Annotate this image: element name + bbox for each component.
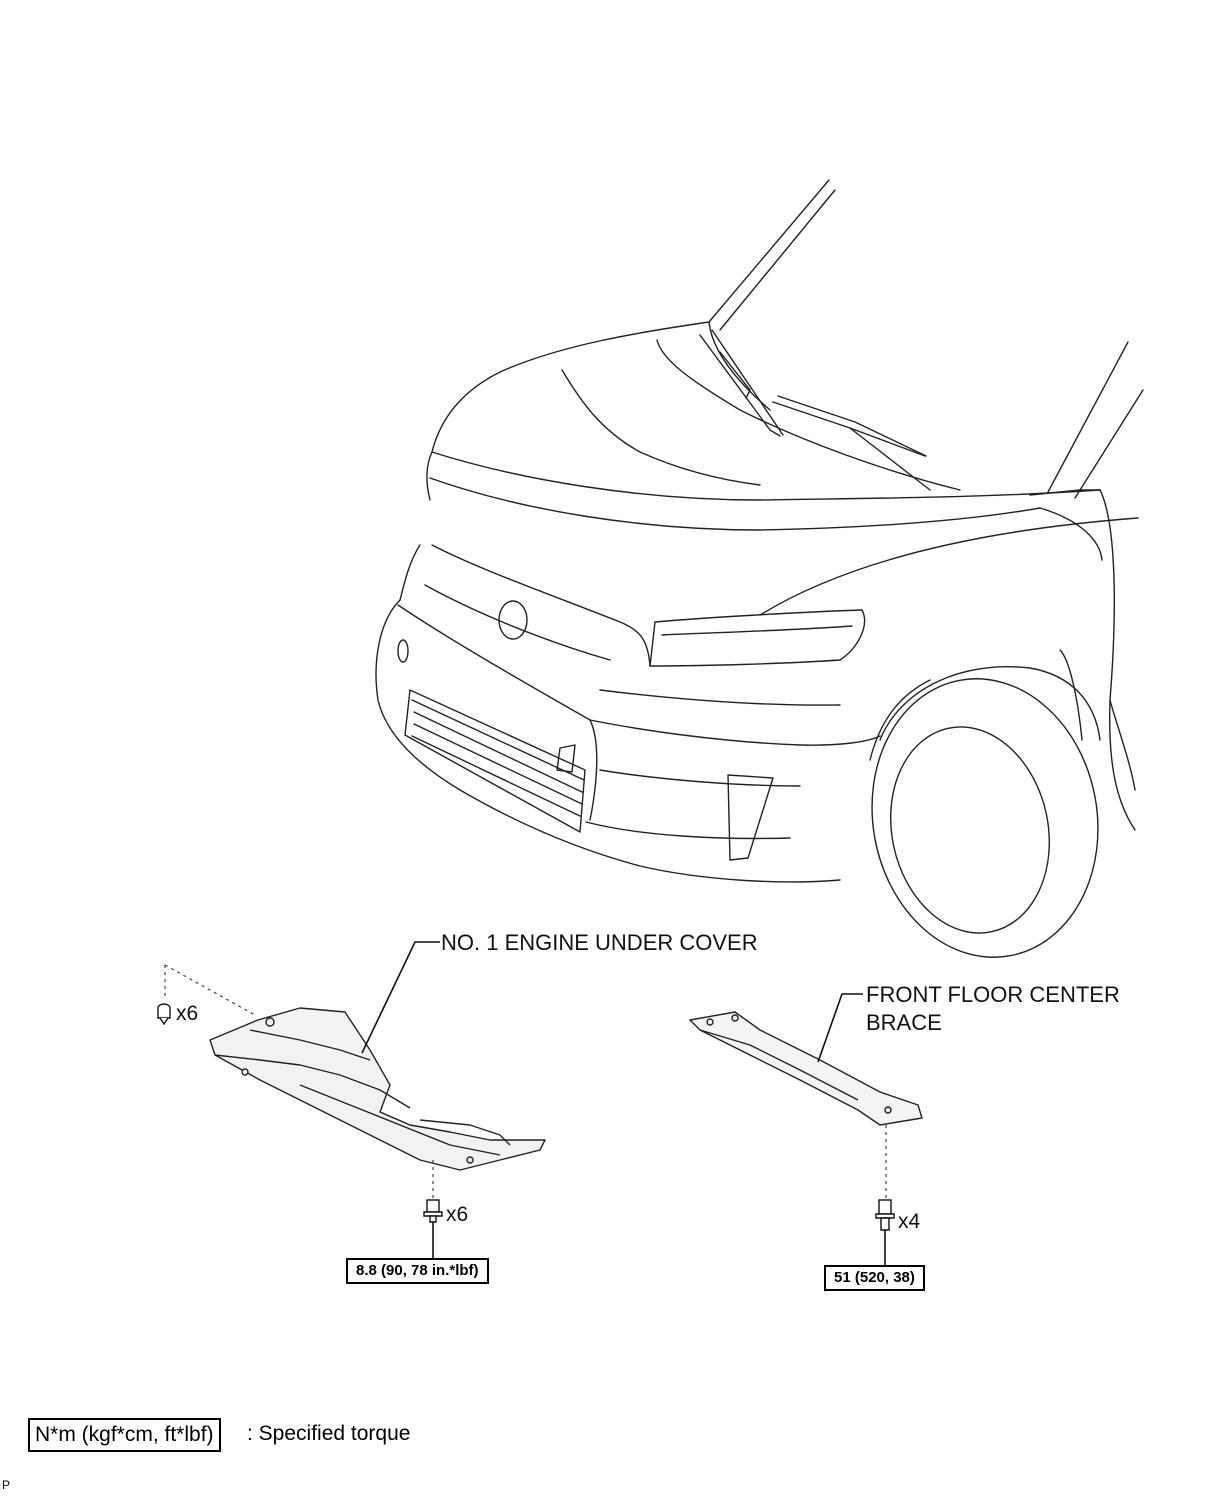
front-floor-brace-label-line1: FRONT FLOOR CENTER [866, 982, 1120, 1007]
brace-bolt-torque: 51 (520, 38) [824, 1265, 925, 1291]
front-wheel [869, 666, 1101, 958]
brace-bolt-quantity: x4 [898, 1210, 921, 1233]
fender [759, 489, 1139, 831]
clip-icon [157, 1003, 171, 1026]
headlight [649, 609, 866, 667]
torque-unit-legend-box: N*m (kgf*cm, ft*lbf) [28, 1418, 221, 1452]
wipers [699, 329, 931, 491]
front-bumper [375, 544, 881, 883]
engine-under-cover-label: NO. 1 ENGINE UNDER COVER [441, 930, 758, 955]
bolt-icon [875, 1199, 895, 1231]
fastener-guides [164, 964, 887, 1198]
cover-bolt-quantity: x6 [446, 1203, 469, 1226]
bolt-icon [423, 1199, 443, 1223]
callout-leaders [361, 941, 863, 1063]
torque-leaders [432, 1222, 886, 1266]
front-floor-brace-label-line2: BRACE [866, 1010, 942, 1035]
engine-under-cover-illustration [209, 1007, 546, 1171]
hood [426, 321, 1101, 531]
cover-bolt-torque: 8.8 (90, 78 in.*lbf) [346, 1258, 489, 1284]
clip-quantity: x6 [176, 1002, 199, 1025]
front-floor-brace-illustration [689, 1011, 923, 1126]
illustration-code: P [2, 1478, 11, 1492]
a-pillar [708, 179, 1144, 499]
torque-legend-description: : Specified torque [247, 1422, 411, 1445]
